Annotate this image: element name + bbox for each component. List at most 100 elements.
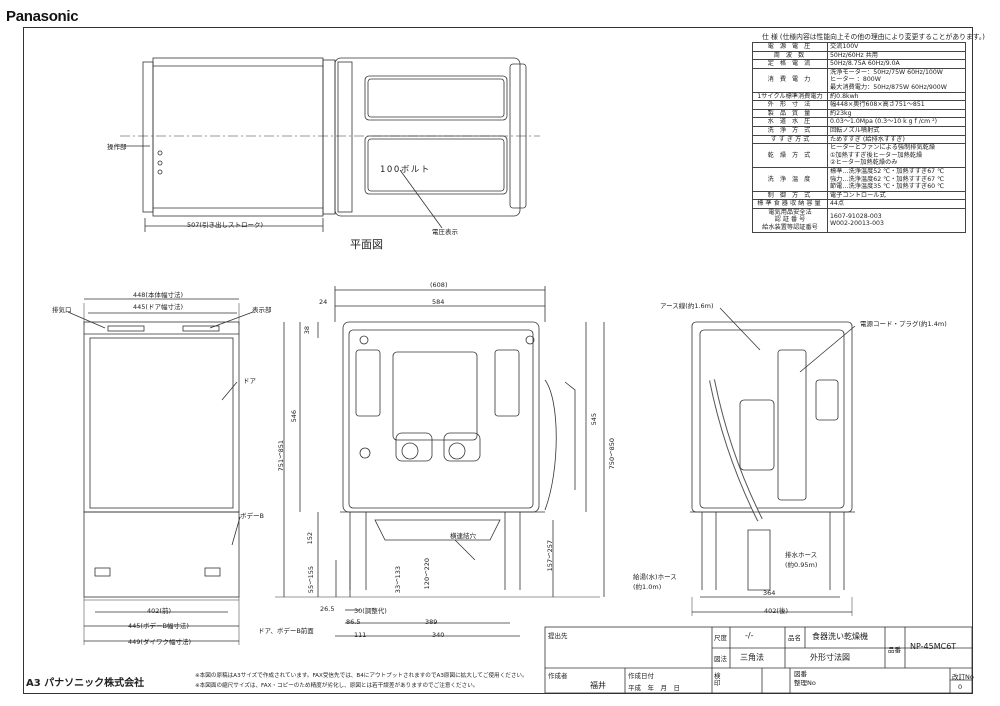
dim-front-402: 402(前)	[147, 607, 171, 615]
stroke-dimension: 507(引き出しストローク)	[187, 221, 263, 229]
dim-111: 111	[354, 631, 367, 639]
pressure-display-label: 電圧表示	[432, 228, 458, 236]
spec-value: ヒーターとファンによる強制排気乾燥 ①加熱すすぎ後ヒーター加熱乾燥 ②ヒーター加…	[827, 143, 966, 168]
dim-389: 389	[425, 618, 438, 626]
spec-key: す す ぎ 方 式	[752, 134, 828, 145]
voltage-label: 100ボルト	[380, 165, 431, 175]
rear-view	[690, 307, 856, 616]
method-label: 図法	[714, 655, 727, 663]
spec-value: 50Hz/8.75A 60Hz/9.0A	[827, 59, 966, 69]
spec-row: す す ぎ 方 式ためすすぎ (給排水すすぎ)	[752, 134, 966, 145]
brand-logo: Panasonic	[6, 8, 79, 25]
dim-rear-402: 402(後)	[764, 607, 788, 615]
drawing-name-value: 外形寸法図	[810, 653, 850, 662]
spec-key: 洗 浄 方 式	[752, 125, 828, 136]
spec-key: 外 形 寸 法	[752, 100, 828, 110]
dim-152: 152	[306, 532, 314, 545]
dim-157-257: 157～257	[546, 540, 554, 572]
spec-value: 約0.8kwh	[827, 91, 966, 102]
product-name-label: 品名	[788, 634, 801, 642]
dim-dai-width: 449(ダイワク幅寸法)	[128, 638, 191, 646]
spec-key: 標準食器収納容量	[752, 199, 828, 209]
spec-key: 1サイクル標準消費電力	[752, 91, 828, 102]
spec-row: 消 費 電 力洗浄モーター：50Hz/75W 60Hz/100W ヒーター ：8…	[752, 67, 966, 93]
method-value: 三角法	[740, 653, 764, 662]
spec-row: 電 源 電 圧交流100V	[752, 42, 966, 52]
spec-value: 44点	[827, 199, 966, 209]
plan-view-title: 平面図	[350, 238, 383, 251]
front-view	[67, 298, 254, 645]
spec-title: 仕 様 (仕様内容は性能向上その他の理由により変更することがあります。)	[762, 33, 985, 41]
dim-55-155: 55～155	[307, 566, 315, 594]
spec-value: 回転ノズル噴射式	[827, 125, 966, 136]
date-label: 作成日付	[628, 672, 654, 680]
spec-value: 交流100V	[827, 42, 966, 52]
bodyb-label: ボデーB	[240, 512, 264, 520]
spec-key: 制 御 方 式	[752, 190, 828, 201]
author-value: 福井	[590, 681, 606, 690]
plan-view	[115, 57, 540, 232]
dim-33-133: 33～133	[394, 566, 402, 594]
revision-value: 0	[958, 683, 963, 691]
spec-value: 幅448×奥行608×高さ751～851	[827, 100, 966, 110]
spec-value: 約23kg	[827, 108, 966, 119]
spec-value: 洗浄モーター：50Hz/75W 60Hz/100W ヒーター ：800W 最大消…	[827, 67, 966, 93]
spec-row: 外 形 寸 法幅448×奥行608×高さ751～851	[752, 100, 966, 110]
dim-750-850: 750～850	[608, 438, 616, 470]
model-value: NP-45MC6T	[910, 642, 957, 651]
scale-label: 尺度	[714, 634, 727, 642]
spec-row: 洗 浄 方 式回転ノズル噴射式	[752, 125, 966, 136]
dim-24: 24	[319, 298, 328, 306]
dim-body-width: 448(本体幅寸法)	[133, 291, 183, 299]
dim-751-851: 751～851	[277, 440, 285, 472]
spec-key: 製 品 質 量	[752, 108, 828, 119]
customer-label: 提出先	[548, 632, 568, 640]
model-label: 品番	[888, 646, 901, 654]
dim-38: 38	[303, 326, 311, 335]
spec-value: 0.03～1.0Mpa (0.3～10 k g f /cm ²)	[827, 117, 966, 127]
dim-86-5: 86.5	[346, 618, 361, 626]
spec-row: 乾 燥 方 式ヒーターとファンによる強制排気乾燥 ①加熱すすぎ後ヒーター加熱乾燥…	[752, 143, 966, 168]
dim-546: 546	[290, 410, 298, 423]
spec-row: 洗 浄 温 度標準…洗浄温度52 ℃・加熱すすぎ67 ℃ 強力…洗浄温度62 ℃…	[752, 166, 966, 192]
drawing-number-label: 図番 整理No	[794, 670, 816, 687]
spec-value: 標準…洗浄温度52 ℃・加熱すすぎ67 ℃ 強力…洗浄温度62 ℃・加熱すすぎ6…	[827, 166, 966, 192]
author-label: 作成者	[548, 672, 568, 680]
drawing-frame	[23, 27, 973, 694]
footer-note-1: ※本図の原稿はA3サイズで作成されています。FAX受信先では、B4にアウトプット…	[195, 673, 528, 679]
company-name: A3 パナソニック株式会社	[26, 678, 145, 689]
power-cord-label: 電源コード・プラグ(約1.4m)	[860, 320, 947, 328]
supply-hole-label: 横連結穴	[450, 532, 476, 540]
dim-364: 364	[763, 589, 776, 597]
scale-value: -/-	[745, 631, 754, 640]
dim-340: 340	[432, 631, 445, 639]
dim-545: 545	[590, 413, 598, 426]
spec-key: 乾 燥 方 式	[752, 143, 828, 168]
footer-notes: ※本図の原稿はA3サイズで作成されています。FAX受信先では、B4にアウトプット…	[195, 671, 528, 691]
door-label: ドア	[243, 377, 256, 385]
spec-value: ためすすぎ (給排水すすぎ)	[827, 134, 966, 145]
supply-hose-length: (約1.0m)	[633, 583, 662, 591]
spec-value: 50Hz/60Hz 共用	[827, 50, 966, 61]
spec-key: 定 格 電 流	[752, 59, 828, 69]
dim-584: 584	[432, 298, 445, 306]
drain-hose-length: (約0.95m)	[785, 561, 818, 569]
operation-panel-label: 操作部	[107, 143, 127, 151]
ground-wire-label: アース線(約1.6m)	[660, 302, 714, 310]
revision-label: 改訂No	[952, 673, 974, 681]
dim-120-220: 120～220	[423, 558, 431, 590]
spec-value: 1607-91028-003 W002-20013-003	[827, 207, 966, 233]
spec-row: 製 品 質 量約23kg	[752, 108, 966, 119]
spec-row: 1サイクル標準消費電力約0.8kwh	[752, 91, 966, 102]
spec-key: 消 費 電 力	[752, 67, 828, 93]
drain-hose-label: 排水ホース	[785, 551, 818, 559]
side-view	[275, 286, 605, 637]
exhaust-label: 排気口	[52, 306, 72, 314]
dim-door-width: 445(ドア幅寸法)	[133, 303, 183, 311]
date-value: 平成 年 月 日	[628, 684, 680, 692]
